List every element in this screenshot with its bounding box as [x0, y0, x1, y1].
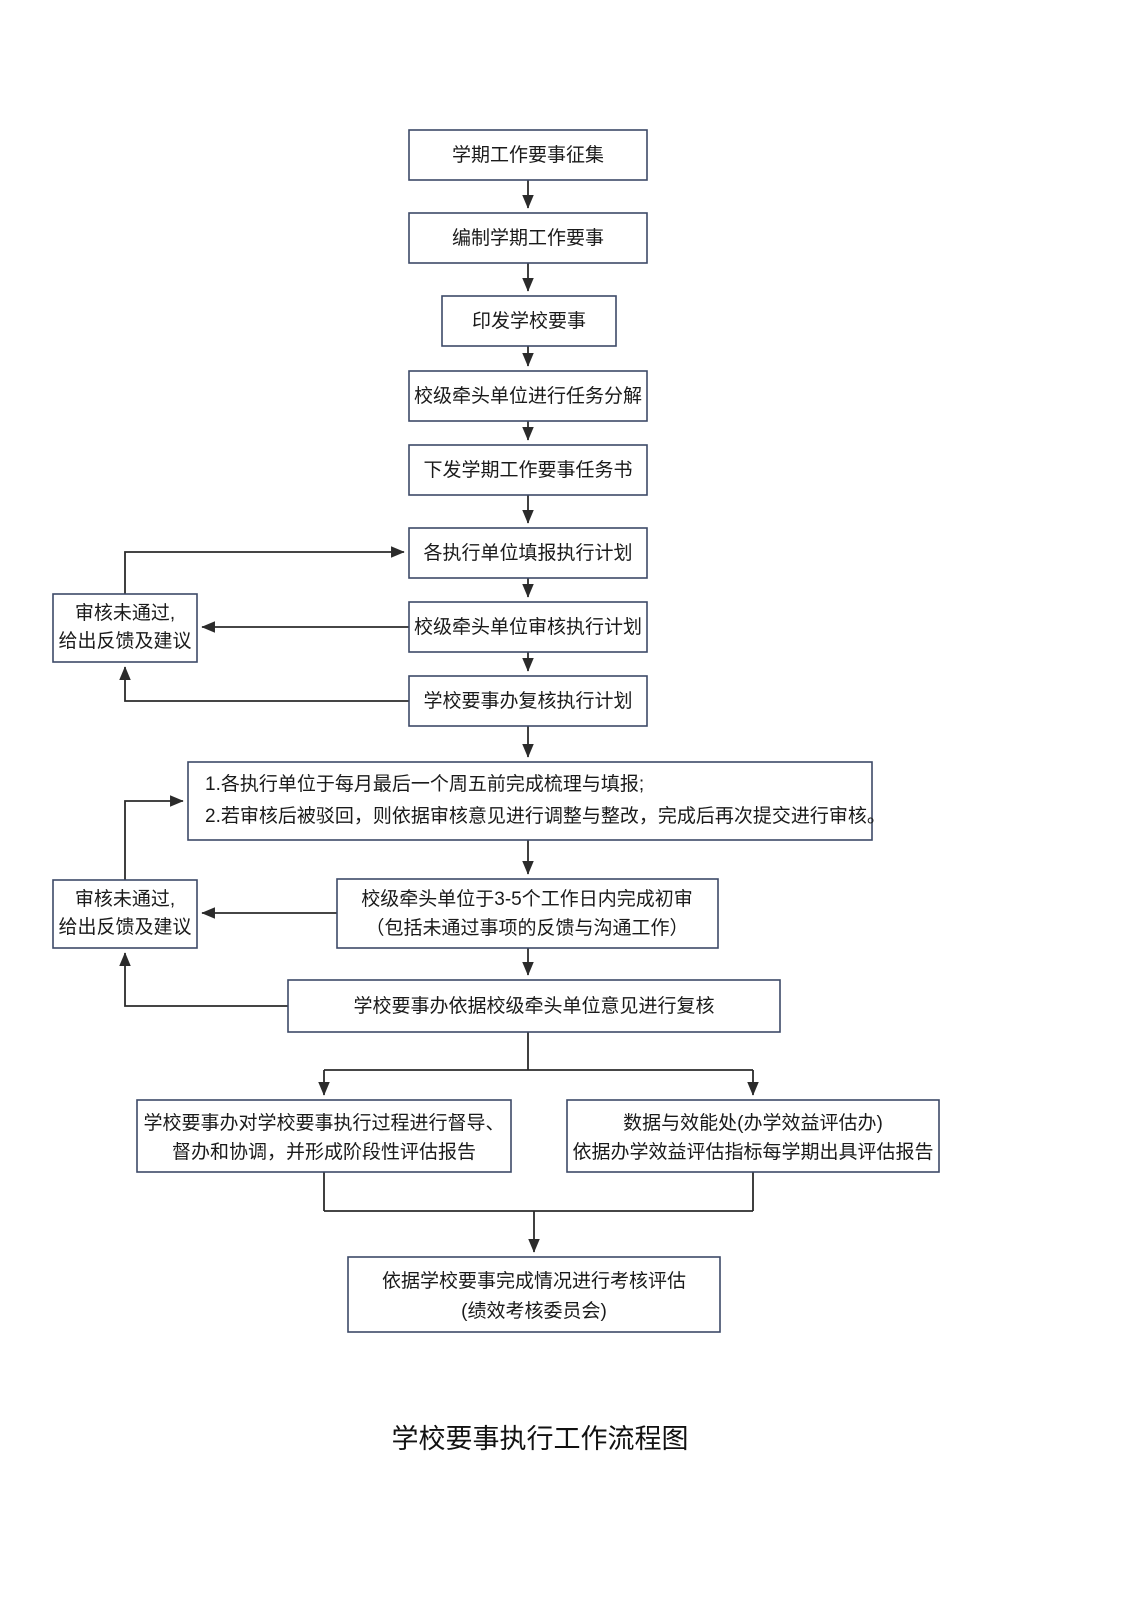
node-label-line2: （包括未通过事项的反馈与沟通工作） [365, 917, 688, 939]
connector-n11-to-fb2 [119, 952, 288, 1007]
node-review-failed-feedback-1[interactable]: 审核未通过, 给出反馈及建议 [52, 593, 198, 663]
node-box[interactable] [408, 212, 648, 264]
diagram-title: 学校要事执行工作流程图 [392, 1424, 689, 1454]
node-box[interactable] [566, 1099, 940, 1173]
node-units-submit-execution-plan[interactable]: 各执行单位填报执行计划 [408, 527, 648, 579]
node-label-line1: 审核未通过, [75, 888, 175, 910]
node-label-line1: 学校要事办对学校要事执行过程进行督导、 [143, 1112, 504, 1134]
connectors [119, 180, 759, 1253]
node-issue-school-key-tasks[interactable]: 印发学校要事 [441, 295, 617, 347]
node-label: 学期工作要事征集 [452, 144, 604, 166]
node-label: 学校要事办复核执行计划 [423, 690, 632, 712]
node-final-assessment-committee[interactable]: 依据学校要事完成情况进行考核评估 (绩效考核委员会) [347, 1256, 721, 1333]
node-box[interactable] [52, 593, 198, 663]
node-box[interactable] [347, 1256, 721, 1333]
connector-fb1-to-n6 [124, 546, 405, 594]
node-label-line2: 依据办学效益评估指标每学期出具评估报告 [572, 1141, 933, 1163]
node-box[interactable] [287, 979, 781, 1033]
node-label: 下发学期工作要事任务书 [423, 459, 632, 481]
node-box[interactable] [408, 527, 648, 579]
node-box[interactable] [408, 370, 648, 422]
node-box[interactable] [408, 444, 648, 496]
node-label-line1: 依据学校要事完成情况进行考核评估 [382, 1270, 686, 1292]
node-lead-unit-task-breakdown[interactable]: 校级牵头单位进行任务分解 [408, 370, 648, 422]
node-box[interactable] [408, 675, 648, 727]
node-label-line2: 给出反馈及建议 [58, 916, 191, 938]
node-box[interactable] [52, 879, 198, 949]
node-label: 编制学期工作要事 [452, 227, 604, 249]
node-data-efficiency-office-report[interactable]: 数据与效能处(办学效益评估办) 依据办学效益评估指标每学期出具评估报告 [566, 1099, 940, 1173]
node-label-line1: 校级牵头单位于3-5个工作日内完成初审 [361, 888, 692, 910]
node-label-line2: 2.若审核后被驳回，则依据审核意见进行调整与整改，完成后再次提交进行审核。 [205, 805, 886, 827]
node-box[interactable] [441, 295, 617, 347]
connector-fb2-to-n9 [124, 795, 184, 880]
connector-n8-to-fb1 [119, 666, 409, 702]
node-label-line2: 给出反馈及建议 [58, 630, 191, 652]
node-box[interactable] [336, 878, 719, 949]
node-office-recheck-by-lead-opinion[interactable]: 学校要事办依据校级牵头单位意见进行复核 [287, 979, 781, 1033]
node-label: 校级牵头单位审核执行计划 [414, 616, 642, 638]
node-box[interactable] [136, 1099, 512, 1173]
node-lead-unit-review-plan[interactable]: 校级牵头单位审核执行计划 [408, 601, 648, 653]
node-review-failed-feedback-2[interactable]: 审核未通过, 给出反馈及建议 [52, 879, 198, 949]
node-label: 各执行单位填报执行计划 [423, 542, 632, 564]
node-label: 印发学校要事 [472, 310, 586, 332]
node-box[interactable] [187, 761, 873, 841]
node-label-line1: 1.各执行单位于每月最后一个周五前完成梳理与填报; [205, 773, 644, 795]
node-box[interactable] [408, 601, 648, 653]
node-monthly-reporting-rules[interactable]: 1.各执行单位于每月最后一个周五前完成梳理与填报; 2.若审核后被驳回，则依据审… [187, 761, 886, 841]
node-label-line2: 督办和协调，并形成阶段性评估报告 [172, 1141, 476, 1163]
nodes: 学期工作要事征集 编制学期工作要事 印发学校要事 校级牵头单位进行任务分解 下发… [52, 129, 940, 1333]
node-label-line1: 审核未通过, [75, 602, 175, 624]
node-label: 校级牵头单位进行任务分解 [414, 385, 642, 407]
node-lead-unit-initial-review[interactable]: 校级牵头单位于3-5个工作日内完成初审 （包括未通过事项的反馈与沟通工作） [336, 878, 719, 949]
node-label: 学校要事办依据校级牵头单位意见进行复核 [353, 995, 714, 1017]
node-distribute-task-assignment[interactable]: 下发学期工作要事任务书 [408, 444, 648, 496]
node-label-line2: (绩效考核委员会) [461, 1300, 607, 1322]
node-office-recheck-plan[interactable]: 学校要事办复核执行计划 [408, 675, 648, 727]
node-compile-term-key-tasks[interactable]: 编制学期工作要事 [408, 212, 648, 264]
node-label-line1: 数据与效能处(办学效益评估办) [623, 1112, 883, 1134]
node-office-supervision-stage-report[interactable]: 学校要事办对学校要事执行过程进行督导、 督办和协调，并形成阶段性评估报告 [136, 1099, 512, 1173]
node-collect-term-key-tasks[interactable]: 学期工作要事征集 [408, 129, 648, 181]
node-box[interactable] [408, 129, 648, 181]
